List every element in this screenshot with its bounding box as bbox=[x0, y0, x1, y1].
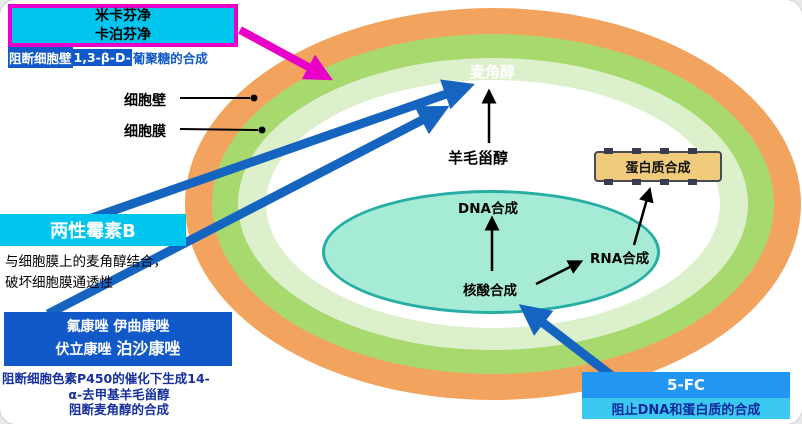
azole-drugs-line1: 氟康唑 伊曲康唑 bbox=[66, 318, 170, 335]
protein-synthesis-label: 蛋白质合成 bbox=[625, 161, 691, 176]
flucytosine-drug-box: 5-FC bbox=[582, 372, 790, 398]
azole-mechanism-line2: α-去甲基羊毛甾醇 bbox=[68, 387, 170, 402]
echinocandin-caption-part2: 1,3-β-D- bbox=[72, 48, 132, 66]
cell-wall-label: 细胞壁 bbox=[124, 93, 166, 109]
echinocandin-drug-box: 米卡芬净 卡泊芬净 bbox=[8, 4, 238, 47]
echinocandin-caption-part3: 葡聚糖的合成 bbox=[132, 50, 208, 66]
amphotericin-drug-box: 两性霉素B bbox=[0, 214, 186, 246]
amphotericin-mechanism-line2: 破坏细胞膜通透性 bbox=[5, 275, 113, 291]
ergosterol-label: 麦角醇 bbox=[470, 63, 516, 81]
dna-synthesis-label: DNA合成 bbox=[458, 201, 518, 217]
flucytosine-label: 5-FC bbox=[667, 376, 705, 394]
azole-mechanism-line1: 阻断细胞色素P450的催化下生成14- bbox=[2, 371, 210, 386]
nucleic-acid-synthesis-label: 核酸合成 bbox=[463, 283, 517, 299]
azole-mechanism-line3: 阻断麦角醇的合成 bbox=[68, 402, 169, 417]
protein-synthesis-box: 蛋白质合成 bbox=[594, 148, 722, 185]
amphotericin-mechanism-line1: 与细胞膜上的麦角醇结合， bbox=[5, 254, 167, 270]
azole-drugs-line2: 伏立康唑 泊沙康唑 bbox=[56, 338, 181, 361]
voriconazole-label: 伏立康唑 bbox=[55, 341, 117, 358]
lanosterol-label: 羊毛甾醇 bbox=[448, 149, 509, 167]
micafungin-label: 米卡芬净 bbox=[95, 8, 151, 25]
caspofungin-label: 卡泊芬净 bbox=[95, 26, 151, 43]
flucytosine-mechanism-text: 阻止DNA和蛋白质的合成 bbox=[611, 403, 761, 418]
amphotericin-label: 两性霉素B bbox=[50, 221, 136, 242]
echinocandin-caption-part1: 阻断细胞壁 bbox=[8, 46, 73, 68]
posaconazole-label: 泊沙康唑 bbox=[116, 338, 181, 358]
azole-drug-box: 氟康唑 伊曲康唑 伏立康唑 泊沙康唑 bbox=[4, 312, 232, 366]
rna-synthesis-label: RNA合成 bbox=[590, 251, 650, 267]
cell-membrane-label: 细胞膜 bbox=[124, 124, 166, 140]
flucytosine-mechanism-caption: 阻止DNA和蛋白质的合成 bbox=[582, 398, 790, 419]
